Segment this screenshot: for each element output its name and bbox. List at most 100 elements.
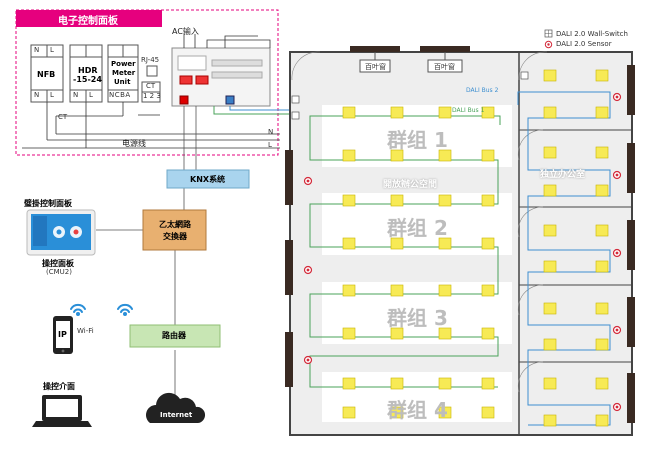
hdr-label-line2: -15-24 — [73, 75, 102, 84]
laptop-icon — [32, 395, 92, 427]
power-lines — [22, 102, 280, 149]
light-fixture — [438, 149, 452, 162]
light-fixture — [438, 237, 452, 250]
light-fixture — [543, 260, 557, 273]
hdr-label-line1: HDR — [78, 66, 98, 75]
sensor-dot — [306, 179, 310, 183]
pm-terminals: NCBA — [109, 91, 131, 99]
hdr-module — [69, 44, 103, 103]
light-fixture — [342, 106, 356, 119]
panel-title-bar — [16, 10, 162, 27]
light-fixture — [481, 406, 495, 419]
sensor-dot — [306, 268, 310, 272]
phone-icon — [53, 316, 73, 354]
light-fixture — [595, 224, 609, 237]
control-panel-label: 操控面板 — [42, 259, 74, 268]
private-office-label: 独立办公室 — [540, 170, 586, 180]
light-fixture — [543, 146, 557, 159]
light-fixture — [390, 377, 404, 390]
light-fixture — [481, 237, 495, 250]
sensor-dot — [615, 173, 619, 177]
sensor-dot — [615, 405, 619, 409]
phone-ip-label: IP — [58, 330, 67, 339]
power-line-label: 电源线 — [122, 139, 146, 148]
light-fixture — [438, 106, 452, 119]
light-fixture — [438, 327, 452, 340]
wifi-icon — [70, 303, 86, 316]
n-terminal: N — [34, 46, 40, 54]
interface-label: 操控介面 — [43, 382, 75, 391]
pm-label-line3: Unit — [114, 78, 131, 86]
knx-box — [166, 169, 250, 189]
ac-input-label: AC输入 — [172, 27, 199, 36]
blind-label-1: 百叶窗 — [365, 63, 386, 71]
light-fixtures — [342, 69, 609, 427]
sensor-dot — [615, 251, 619, 255]
light-fixture — [390, 237, 404, 250]
office-dividers — [519, 129, 632, 363]
ct-terms: 1 2 3 — [143, 92, 161, 100]
pm-label-line2: Meter — [112, 69, 136, 77]
light-fixture — [481, 377, 495, 390]
light-fixture — [595, 69, 609, 82]
light-fixture — [390, 327, 404, 340]
group-1-label: 群组 1 — [387, 128, 448, 152]
light-fixture — [342, 237, 356, 250]
light-fixture — [543, 302, 557, 315]
light-fixture — [342, 194, 356, 207]
hdr-l-terminal: L — [89, 91, 93, 99]
sensors — [303, 92, 622, 412]
light-fixture — [390, 406, 404, 419]
light-fixture — [342, 327, 356, 340]
line-n-label: N — [268, 128, 274, 136]
light-fixture — [390, 106, 404, 119]
cloud-icon — [146, 392, 206, 423]
light-fixture — [543, 338, 557, 351]
dali-bus-1-route — [309, 115, 501, 388]
light-fixture — [342, 406, 356, 419]
light-fixture — [543, 106, 557, 119]
panel-title: 电子控制面板 — [58, 16, 118, 27]
l-terminal: L — [50, 46, 54, 54]
nfb-module — [30, 44, 64, 103]
light-fixture — [390, 284, 404, 297]
open-space-label: 開放辦公空間 — [383, 180, 438, 190]
light-fixture — [438, 284, 452, 297]
light-fixture — [543, 69, 557, 82]
dali-bus-2-route — [517, 91, 611, 426]
ct-label-top: CT — [146, 82, 156, 90]
door-swings — [291, 51, 548, 393]
group-2-label: 群组 2 — [387, 216, 448, 240]
light-fixture — [438, 194, 452, 207]
light-fixture — [481, 149, 495, 162]
light-fixture — [342, 284, 356, 297]
blinds — [350, 46, 470, 73]
light-fixture — [543, 224, 557, 237]
ethernet-switch-box — [142, 209, 207, 251]
light-fixture — [595, 338, 609, 351]
light-fixture — [595, 260, 609, 273]
bus2-label: DALI Bus 2 — [466, 87, 499, 94]
knx-label: KNX系统 — [190, 175, 226, 184]
control-panel-model: (CMU2) — [46, 268, 72, 276]
light-fixture — [481, 327, 495, 340]
switch-label-line1: 乙太網路 — [159, 220, 191, 229]
sensor-dot — [615, 328, 619, 332]
power-meter-module — [107, 44, 139, 103]
blind-label-2: 百叶窗 — [434, 63, 455, 71]
wall-panel-title: 璧掛控制面板 — [24, 199, 72, 208]
light-fixture — [481, 106, 495, 119]
n-terminal-bottom: N — [34, 91, 40, 99]
nfb-label: NFB — [37, 70, 56, 79]
light-fixture — [595, 377, 609, 390]
legend-sensor: DALI 2.0 Sensor — [556, 40, 612, 48]
light-fixture — [543, 184, 557, 197]
light-fixture — [543, 414, 557, 427]
light-fixture — [595, 146, 609, 159]
pm-label-line1: Power — [111, 60, 136, 68]
dali-controller — [171, 47, 271, 107]
ac-wires — [183, 34, 271, 48]
bus1-label: DALI Bus 1 — [452, 107, 485, 114]
legend-icons — [544, 29, 553, 49]
